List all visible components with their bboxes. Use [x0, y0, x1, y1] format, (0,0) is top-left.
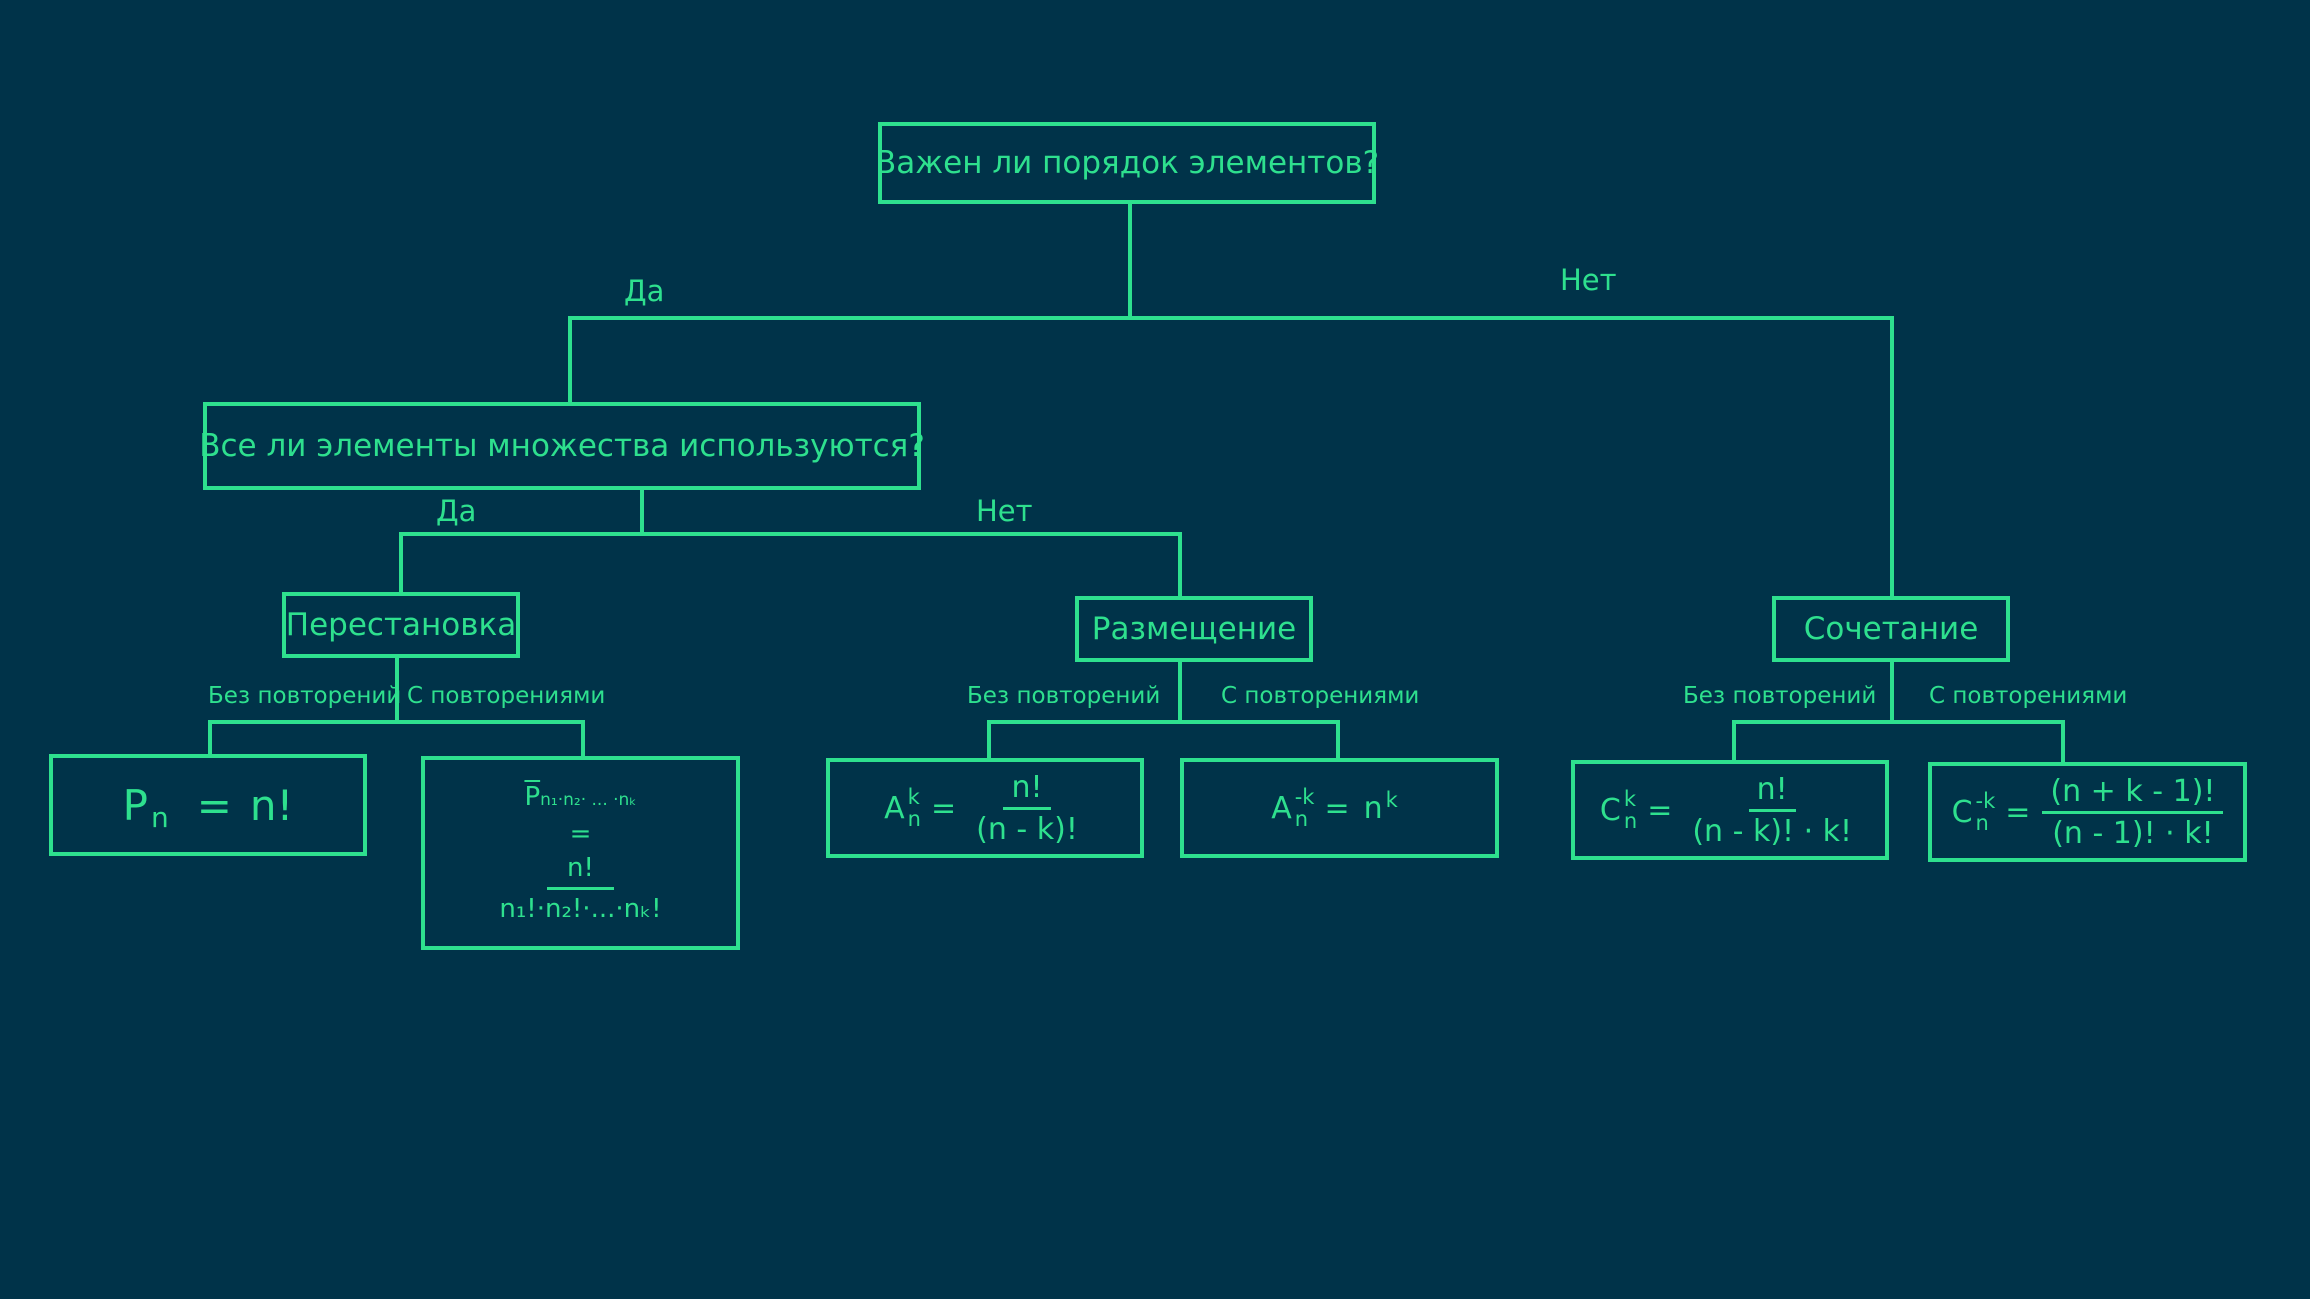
arr-eq: = — [930, 790, 957, 826]
connector-comb-left — [1732, 720, 1892, 762]
perm-base: P — [122, 780, 148, 830]
comb-eq: = — [1647, 792, 1673, 828]
arrangement-box: Размещение — [1075, 596, 1313, 662]
q2-question-box: Все ли элементы множества используются? — [199, 402, 925, 490]
arr-rep-rhs: n — [1363, 790, 1383, 826]
arr-rep-base: A — [1271, 790, 1292, 826]
arr-with-repeat-label: С повторениями — [1221, 683, 1420, 709]
connector-perm-right — [397, 720, 585, 758]
arr-sup: k — [907, 785, 920, 809]
combination-label: Сочетание — [1803, 611, 1979, 647]
root-no-label: Нет — [1560, 263, 1617, 297]
arr-sub: n — [907, 807, 921, 831]
connector-root-no — [1130, 316, 1894, 596]
perm-rhs: n! — [249, 780, 294, 830]
connector-comb-right — [1892, 720, 2065, 764]
comb-rep-base: C — [1951, 794, 1973, 830]
comb-base: C — [1599, 792, 1621, 828]
perm-no-repeat-label: Без повторений — [208, 683, 402, 709]
comb-numerator: n! — [1748, 772, 1796, 812]
arr-no-repeat-label: Без повторений — [967, 683, 1161, 709]
q2-no-label: Нет — [976, 494, 1033, 528]
comb-rep-formula-box: C -k n = (n + k - 1)! (n - 1)! · k! — [1928, 762, 2247, 862]
comb-sup: k — [1623, 787, 1637, 811]
perm-with-repeat-label: С повторениями — [407, 683, 606, 709]
connector-arr-left — [987, 720, 1180, 760]
root-question-text: Важен ли порядок элементов? — [874, 145, 1380, 181]
comb-formula-box: C k n = n! (n - k)! · k! — [1571, 760, 1889, 860]
connector-q2-no — [642, 532, 1182, 596]
root-yes-label: Да — [624, 274, 665, 308]
comb-rep-sub: n — [1975, 811, 1989, 835]
arrangement-label: Размещение — [1091, 611, 1297, 647]
connector-perm-left — [208, 720, 397, 756]
arr-rep-formula-box: A -k n = n k — [1180, 758, 1499, 858]
root-question-box: Важен ли порядок элементов? — [874, 122, 1380, 204]
comb-rep-denominator: (n - 1)! · k! — [2052, 815, 2214, 851]
perm-rep-index: n₁·n₂· ... ·nₖ — [540, 790, 637, 810]
perm-rep-denominator: n₁!·n₂!·...·nₖ! — [499, 894, 662, 924]
connector-root-yes — [568, 316, 1130, 402]
perm-sub: n — [150, 801, 169, 834]
comb-rep-numerator: (n + k - 1)! — [2042, 774, 2224, 814]
q2-question-text: Все ли элементы множества используются? — [199, 428, 925, 464]
comb-rep-eq: = — [2005, 794, 2031, 830]
perm-eq: = — [196, 780, 232, 830]
arr-rep-sub: n — [1294, 807, 1309, 831]
arr-denominator: (n - k)! — [976, 811, 1078, 847]
permutation-box: Перестановка — [282, 592, 520, 658]
arr-rep-rhs-sup: k — [1385, 788, 1398, 812]
perm-rep-base: P — [524, 782, 541, 812]
comb-denominator: (n - k)! · k! — [1692, 813, 1853, 849]
combination-box: Сочетание — [1772, 596, 2010, 662]
arr-numerator: n! — [1003, 770, 1051, 810]
perm-rep-numerator: n! — [547, 851, 614, 890]
comb-with-repeat-label: С повторениями — [1929, 683, 2128, 709]
q2-yes-label: Да — [436, 494, 477, 528]
arr-rep-sup: -k — [1294, 785, 1315, 809]
arr-base: A — [884, 790, 905, 826]
comb-rep-sup: -k — [1975, 789, 1996, 813]
comb-no-repeat-label: Без повторений — [1683, 683, 1877, 709]
arr-formula-box: A k n = n! (n - k)! — [826, 758, 1144, 858]
permutation-label: Перестановка — [285, 607, 517, 643]
perm-rep-eq: = — [569, 819, 592, 849]
connector-q2-yes — [399, 532, 642, 592]
comb-sub: n — [1623, 809, 1638, 833]
connector-arr-right — [1180, 720, 1340, 760]
perm-formula-box: P n = n! — [49, 754, 367, 856]
arr-rep-eq: = — [1324, 790, 1350, 826]
perm-rep-formula-box: Pn₁·n₂· ... ·nₖ = n! n₁!·n₂!·...·nₖ! — [421, 756, 740, 950]
